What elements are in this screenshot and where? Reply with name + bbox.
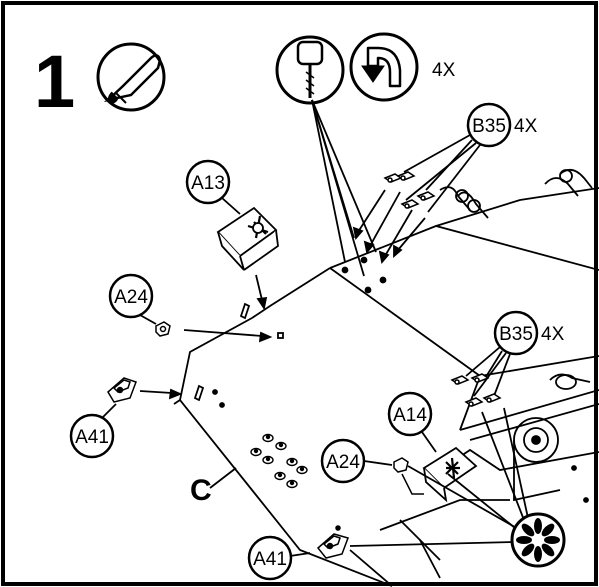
a24-left-leader: [139, 314, 157, 325]
a41-bottom-leader: [289, 552, 311, 557]
a41-bottom-base: [349, 549, 393, 587]
callout-a13-label: A13: [191, 173, 225, 194]
b35-brackets-top: [383, 171, 436, 209]
a24-left-part: [155, 321, 171, 337]
a41-left-part: [107, 377, 137, 403]
b35-top-leaders: [403, 134, 481, 213]
b35-brackets-mid: [450, 373, 502, 407]
callout-a14-label: A14: [393, 405, 427, 426]
bracket-insert-arrows: [352, 189, 426, 264]
glue-tube-icon: [96, 42, 166, 112]
a13-part: [216, 206, 279, 271]
callout-b35-top-label: B35: [472, 116, 506, 137]
callout-a41-bottom: A41: [247, 535, 293, 581]
a24-left-arrow: [183, 329, 273, 343]
callout-a24-right: A24: [320, 438, 366, 484]
panel-c-label: C: [190, 474, 212, 507]
drill-bit-icon: [275, 35, 345, 105]
callout-a41-left: A41: [69, 413, 115, 459]
b35-mid-leaders: [465, 346, 511, 397]
callout-a41-bottom-label: A41: [253, 549, 287, 570]
snowflake-leaders: [349, 407, 529, 547]
callout-b35-mid-label: B35: [499, 324, 533, 345]
panel-c-bolts: [250, 433, 308, 489]
callout-a24-left-label: A24: [114, 287, 148, 308]
callout-a24-right-label: A24: [326, 452, 360, 473]
callout-a13: A13: [185, 159, 231, 205]
callout-b35-mid: B35 4X: [493, 310, 565, 356]
a14-leader: [421, 431, 437, 453]
a41-left-leader: [101, 403, 117, 419]
a41-left-arrow: [139, 388, 183, 400]
rail-posts: [439, 168, 593, 219]
snowflake-icon: [510, 512, 566, 568]
a13-leader: [221, 197, 241, 215]
drill-leaders: [311, 99, 377, 277]
panel-c-leader: [209, 467, 237, 489]
callout-a14: A14: [387, 391, 433, 437]
step-number: 1: [34, 40, 75, 123]
a13-arrow: [255, 274, 268, 311]
callout-a24-left: A24: [108, 273, 154, 319]
a24-right-leader: [363, 460, 393, 466]
rotate-quantity: 4X: [432, 60, 456, 81]
rotate-arrow-icon: [349, 32, 419, 102]
callout-b35-top-qty: 4X: [514, 116, 538, 137]
callout-a41-left-label: A41: [75, 427, 109, 448]
callout-b35-mid-qty: 4X: [541, 324, 565, 345]
callout-b35-top: B35 4X: [466, 102, 538, 148]
a14-part: [422, 446, 478, 503]
cabinet-structure: [173, 168, 599, 587]
a24-right-part: [393, 457, 424, 495]
a41-bottom-part: [316, 525, 349, 559]
